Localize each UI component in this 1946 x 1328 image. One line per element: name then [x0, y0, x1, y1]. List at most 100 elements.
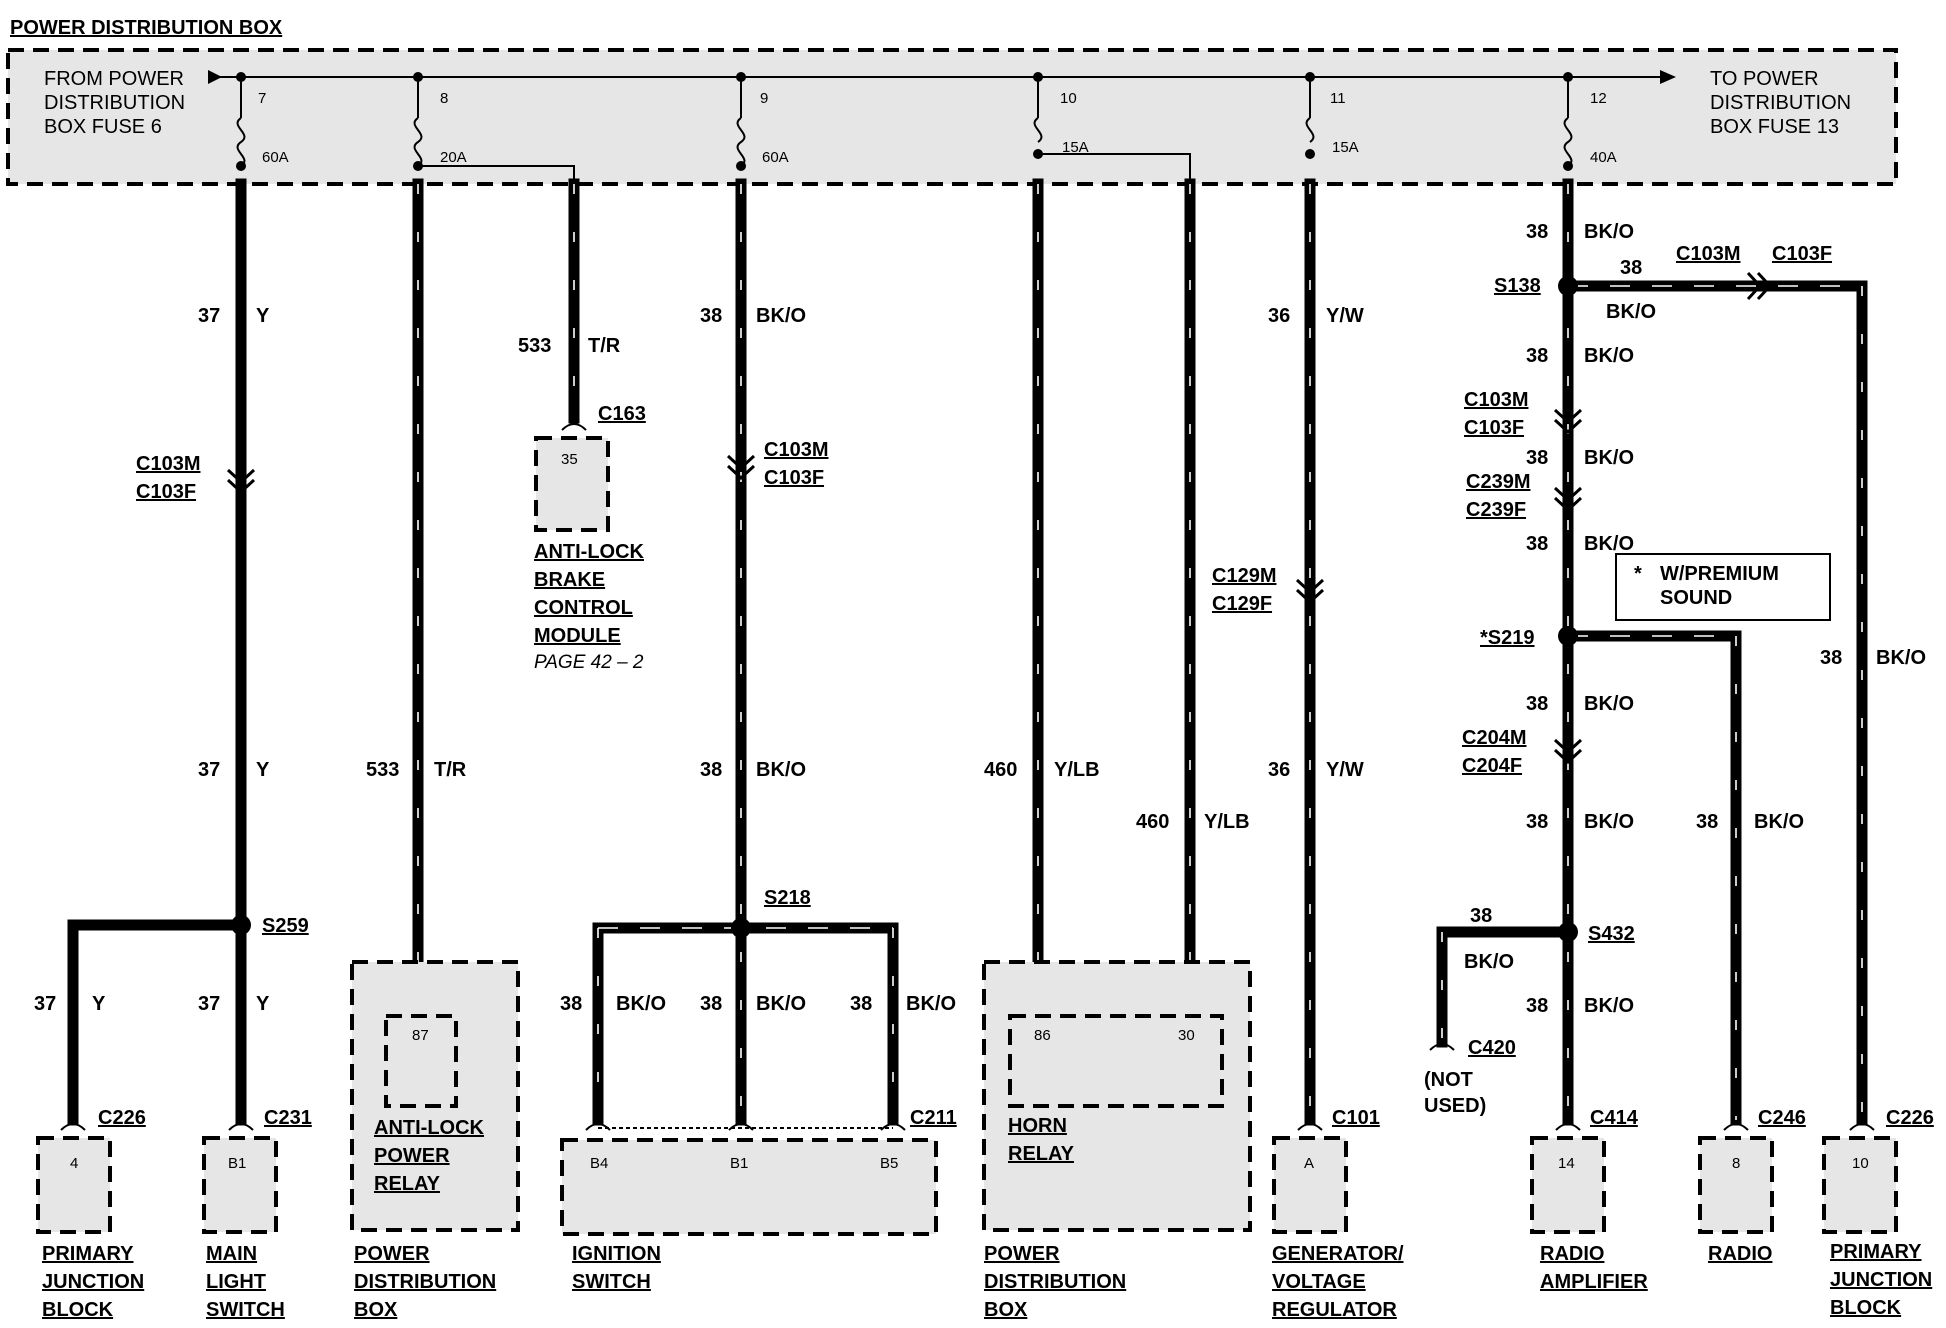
svg-text:SWITCH: SWITCH: [572, 1271, 651, 1293]
svg-text:S259: S259: [262, 915, 309, 937]
svg-text:GENERATOR/: GENERATOR/: [1272, 1243, 1404, 1265]
pin-a: A: [1304, 1155, 1314, 1172]
svg-text:C103M: C103M: [136, 453, 200, 475]
svg-text:BK/O: BK/O: [756, 759, 806, 781]
svg-text:C204M: C204M: [1462, 727, 1526, 749]
diagram-title: POWER DISTRIBUTION BOX: [10, 17, 283, 39]
not-used-line-1: (NOT: [1424, 1069, 1473, 1091]
svg-text:60A: 60A: [762, 149, 789, 166]
svg-text:20A: 20A: [440, 149, 467, 166]
wire-38-bko-to-c420: [1436, 926, 1574, 1048]
svg-text:BK/O: BK/O: [1584, 995, 1634, 1017]
svg-text:38: 38: [1526, 533, 1548, 555]
svg-text:*S219: *S219: [1480, 627, 1535, 649]
svg-text:C211: C211: [910, 1107, 957, 1129]
svg-text:POWER: POWER: [354, 1243, 430, 1265]
pin-10: 10: [1852, 1155, 1869, 1172]
svg-text:RELAY: RELAY: [374, 1173, 441, 1195]
svg-text:BOX: BOX: [984, 1299, 1028, 1321]
splice-s219-dot: [1558, 626, 1578, 646]
pin-86: 86: [1034, 1027, 1051, 1044]
svg-text:9: 9: [760, 90, 768, 107]
svg-text:IGNITION: IGNITION: [572, 1243, 661, 1265]
svg-text:BLOCK: BLOCK: [42, 1299, 114, 1321]
svg-text:S138: S138: [1494, 275, 1541, 297]
horn-relay-box: [1008, 1014, 1224, 1108]
svg-text:BRAKE: BRAKE: [534, 569, 605, 591]
svg-text:C103M: C103M: [1464, 389, 1528, 411]
pin-b4: B4: [590, 1155, 608, 1172]
svg-text:36: 36: [1268, 305, 1290, 327]
not-used-line-2: USED): [1424, 1095, 1486, 1117]
pin-4: 4: [70, 1155, 78, 1172]
svg-text:11: 11: [1330, 90, 1346, 107]
svg-text:38: 38: [1820, 647, 1842, 669]
fuse-9: 9 60A: [736, 72, 789, 171]
svg-text:60A: 60A: [262, 149, 289, 166]
component-labels: ANTI-LOCK BRAKE CONTROL PAGE 42 – 2 MODU…: [42, 541, 1932, 1321]
svg-text:C239F: C239F: [1466, 499, 1526, 521]
power-distribution-box-outline: [6, 48, 1898, 186]
fuse-12: 12 40A: [1563, 72, 1617, 171]
svg-text:RADIO: RADIO: [1708, 1243, 1772, 1265]
svg-text:C103F: C103F: [1464, 417, 1524, 439]
svg-text:C129F: C129F: [1212, 593, 1272, 615]
svg-text:HORN: HORN: [1008, 1115, 1067, 1137]
c226-right-box: [1822, 1136, 1898, 1234]
svg-text:ANTI-LOCK: ANTI-LOCK: [374, 1117, 485, 1139]
pin-b1-ign: B1: [730, 1155, 748, 1172]
svg-text:BK/O: BK/O: [1754, 811, 1804, 833]
svg-text:VOLTAGE: VOLTAGE: [1272, 1271, 1366, 1293]
svg-text:533: 533: [366, 759, 399, 781]
fuse-10: 10 15A: [1033, 72, 1089, 159]
svg-text:JUNCTION: JUNCTION: [1830, 1269, 1932, 1291]
pdb-left-box: [350, 960, 520, 1232]
svg-text:C103F: C103F: [1772, 243, 1832, 265]
svg-text:C231: C231: [264, 1107, 312, 1129]
abs-relay-box: [384, 1014, 458, 1108]
svg-text:38: 38: [1526, 995, 1548, 1017]
feed-in-line-2: DISTRIBUTION: [44, 92, 185, 114]
bus-arrow-in: [208, 70, 222, 84]
svg-text:CONTROL: CONTROL: [534, 597, 633, 619]
svg-text:Y: Y: [256, 305, 270, 327]
svg-text:C103F: C103F: [136, 481, 196, 503]
svg-text:7: 7: [258, 90, 266, 107]
premium-sound-note-box: [1615, 553, 1831, 621]
svg-text:Y: Y: [92, 993, 106, 1015]
pin-8: 8: [1732, 1155, 1740, 1172]
c231-box: [202, 1136, 278, 1234]
splice-s259-dot: [231, 915, 251, 935]
svg-text:BK/O: BK/O: [1606, 301, 1656, 323]
svg-text:37: 37: [198, 993, 220, 1015]
svg-text:38: 38: [560, 993, 582, 1015]
premium-note-line-2: SOUND: [1660, 587, 1732, 609]
pdb-right-box: [982, 960, 1252, 1232]
svg-text:T/R: T/R: [588, 335, 621, 357]
svg-text:37: 37: [198, 305, 220, 327]
svg-text:C101: C101: [1332, 1107, 1380, 1129]
bus-arrow-out: [1660, 70, 1676, 84]
pin-35: 35: [561, 451, 578, 468]
svg-text:C103M: C103M: [764, 439, 828, 461]
svg-text:C204F: C204F: [1462, 755, 1522, 777]
svg-text:C414: C414: [1590, 1107, 1639, 1129]
svg-text:BK/O: BK/O: [1584, 533, 1634, 555]
c226-left-box: [36, 1136, 112, 1234]
svg-text:8: 8: [440, 90, 448, 107]
svg-text:BK/O: BK/O: [1584, 447, 1634, 469]
svg-text:38: 38: [700, 305, 722, 327]
svg-text:C163: C163: [598, 403, 646, 425]
svg-text:BOX: BOX: [354, 1299, 398, 1321]
pin-14: 14: [1558, 1155, 1575, 1172]
svg-text:C103M: C103M: [1676, 243, 1740, 265]
svg-text:PRIMARY: PRIMARY: [1830, 1241, 1922, 1263]
svg-text:RADIO: RADIO: [1540, 1243, 1604, 1265]
svg-text:38: 38: [1526, 345, 1548, 367]
inline-connector-chevrons: [226, 271, 1773, 765]
svg-text:15A: 15A: [1332, 139, 1359, 156]
svg-text:C226: C226: [1886, 1107, 1934, 1129]
svg-text:AMPLIFIER: AMPLIFIER: [1540, 1271, 1648, 1293]
